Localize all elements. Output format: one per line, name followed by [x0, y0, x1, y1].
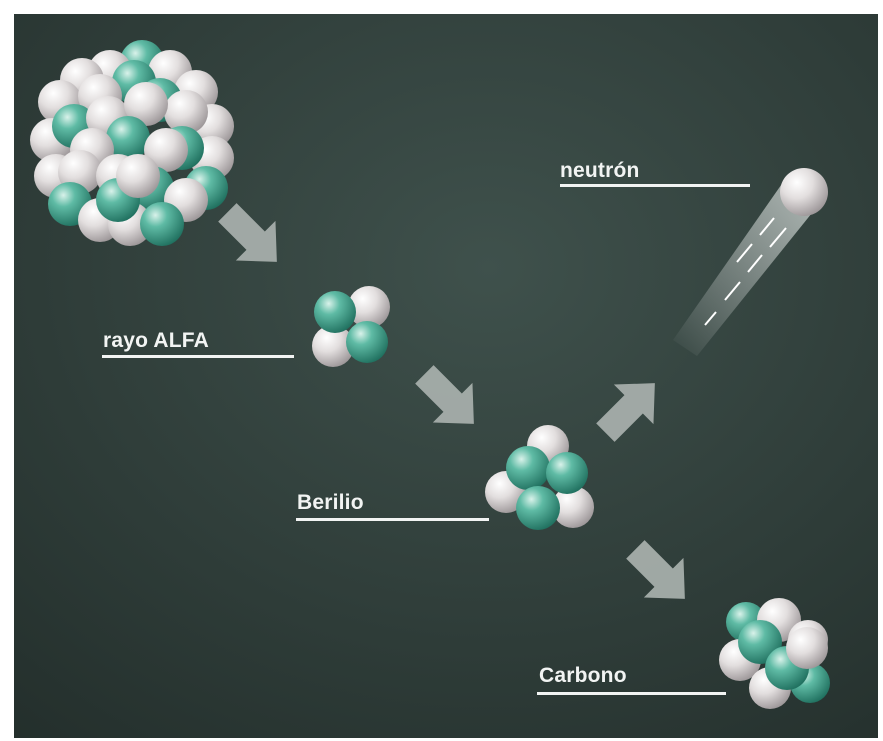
underline-alpha-ray: [102, 355, 294, 358]
underline-beryllium: [296, 518, 489, 521]
underline-neutron: [560, 184, 750, 187]
label-alpha-ray: rayo ALFA: [103, 329, 209, 352]
neutron-trail: [673, 178, 824, 356]
neutron-ball: [124, 82, 168, 126]
underline-carbon: [537, 692, 726, 695]
neutron-particle: [780, 168, 828, 216]
neutron-ball: [164, 90, 208, 134]
arrow-to-alpha: [218, 203, 277, 262]
label-beryllium: Berilio: [297, 491, 364, 514]
source-nucleus: [30, 40, 234, 246]
alpha-particle: [312, 286, 390, 367]
proton-ball: [106, 116, 150, 160]
arrow-to-carbon: [626, 540, 685, 599]
proton-ball: [140, 202, 184, 246]
carbon-nucleus: [719, 598, 830, 709]
label-carbon: Carbono: [539, 664, 627, 687]
neutron-ball: [116, 154, 160, 198]
neutron-ball: [144, 128, 188, 172]
label-neutron: neutrón: [560, 159, 640, 182]
beryllium-nucleus: [485, 425, 594, 530]
arrow-to-beryllium: [415, 365, 474, 424]
arrow-to-neutron: [596, 383, 655, 442]
